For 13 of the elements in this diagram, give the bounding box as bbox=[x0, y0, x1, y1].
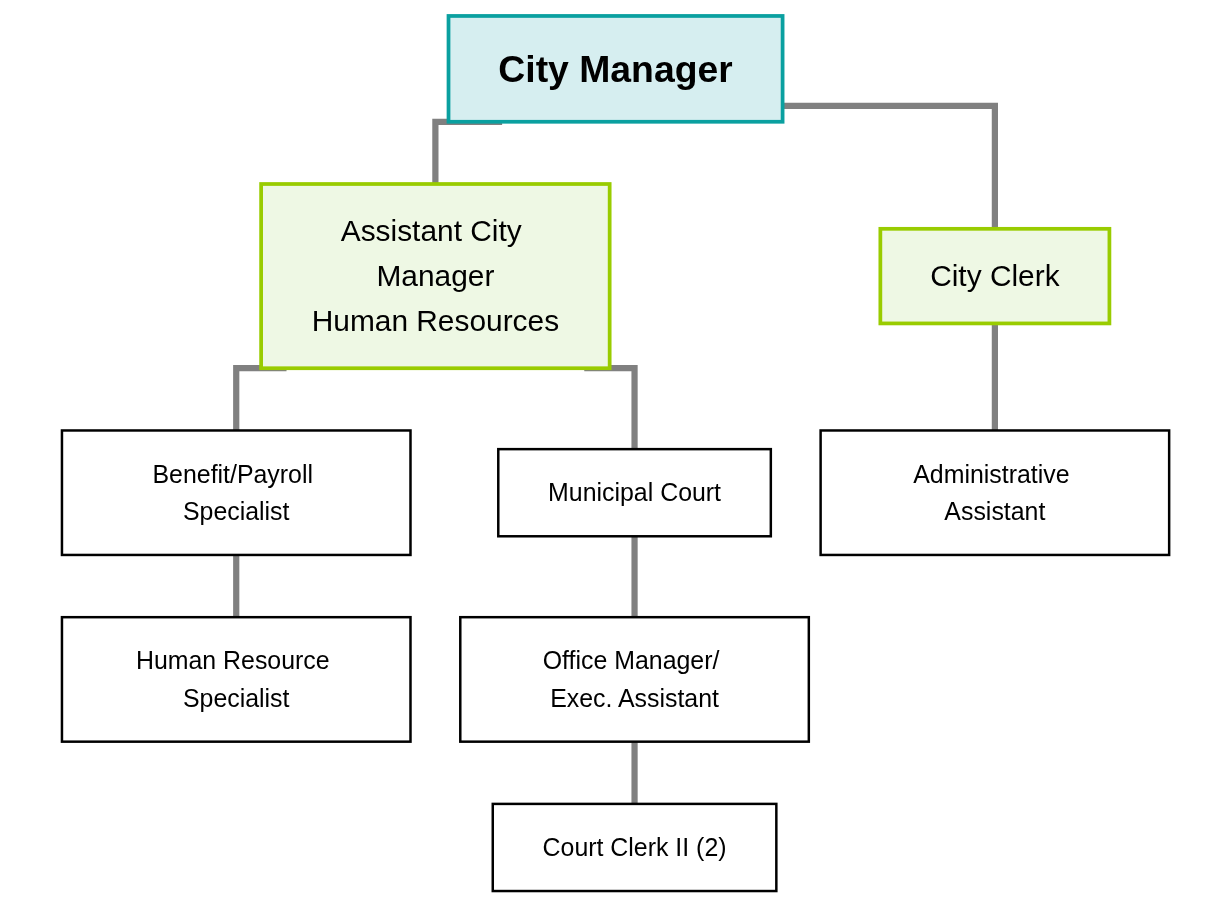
node-box: Administrative Assistant bbox=[819, 429, 1171, 557]
connector bbox=[233, 365, 287, 431]
node-box: Benefit/Payroll Specialist bbox=[61, 429, 413, 557]
node-box: City Manager bbox=[447, 14, 785, 124]
node-box: Assistant City Manager Human Resources bbox=[259, 182, 612, 371]
connector bbox=[432, 118, 503, 184]
node-box: Municipal Court bbox=[497, 447, 773, 538]
node-box: City Clerk bbox=[878, 226, 1112, 326]
node-box: Office Manager/ Exec. Assistant bbox=[459, 615, 811, 743]
node-box: Human Resource Specialist bbox=[61, 615, 413, 743]
connector bbox=[584, 365, 639, 450]
connector bbox=[783, 102, 999, 229]
node-box: Court Clerk II (2) bbox=[491, 802, 779, 893]
